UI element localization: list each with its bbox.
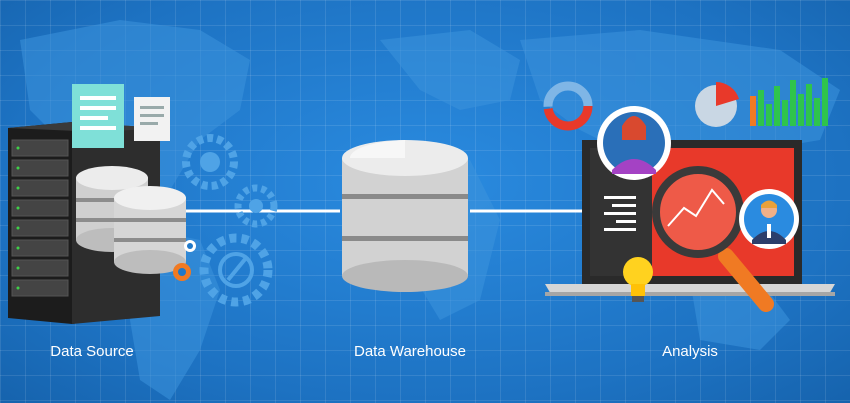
- user-avatar-icon: [739, 189, 799, 249]
- stage-label-data-source: Data Source: [50, 343, 134, 360]
- gear-hub: [249, 199, 263, 213]
- lightbulb-icon: [623, 257, 653, 302]
- pie-chart-icon: [695, 81, 739, 127]
- stage-label-analysis: Analysis: [662, 343, 718, 360]
- user-avatar-icon: [597, 106, 671, 180]
- gear-icon: [234, 184, 278, 228]
- stage-label-data-warehouse: Data Warehouse: [353, 343, 466, 360]
- gear-icon: [184, 240, 196, 252]
- gear-hub: [218, 252, 254, 288]
- document-icon: [72, 84, 124, 148]
- document-icon: [134, 97, 170, 141]
- magnifier-icon: [652, 166, 774, 312]
- gear-icon: [182, 134, 238, 190]
- donut-chart-icon: [543, 81, 593, 131]
- gear-icon: [173, 263, 191, 281]
- bar-chart-icon: [750, 78, 828, 126]
- gear-needle: [226, 256, 248, 282]
- gear-hub: [200, 152, 220, 172]
- database-icon: [342, 140, 468, 292]
- gear-icon: [199, 233, 273, 307]
- database-icon: [114, 186, 186, 274]
